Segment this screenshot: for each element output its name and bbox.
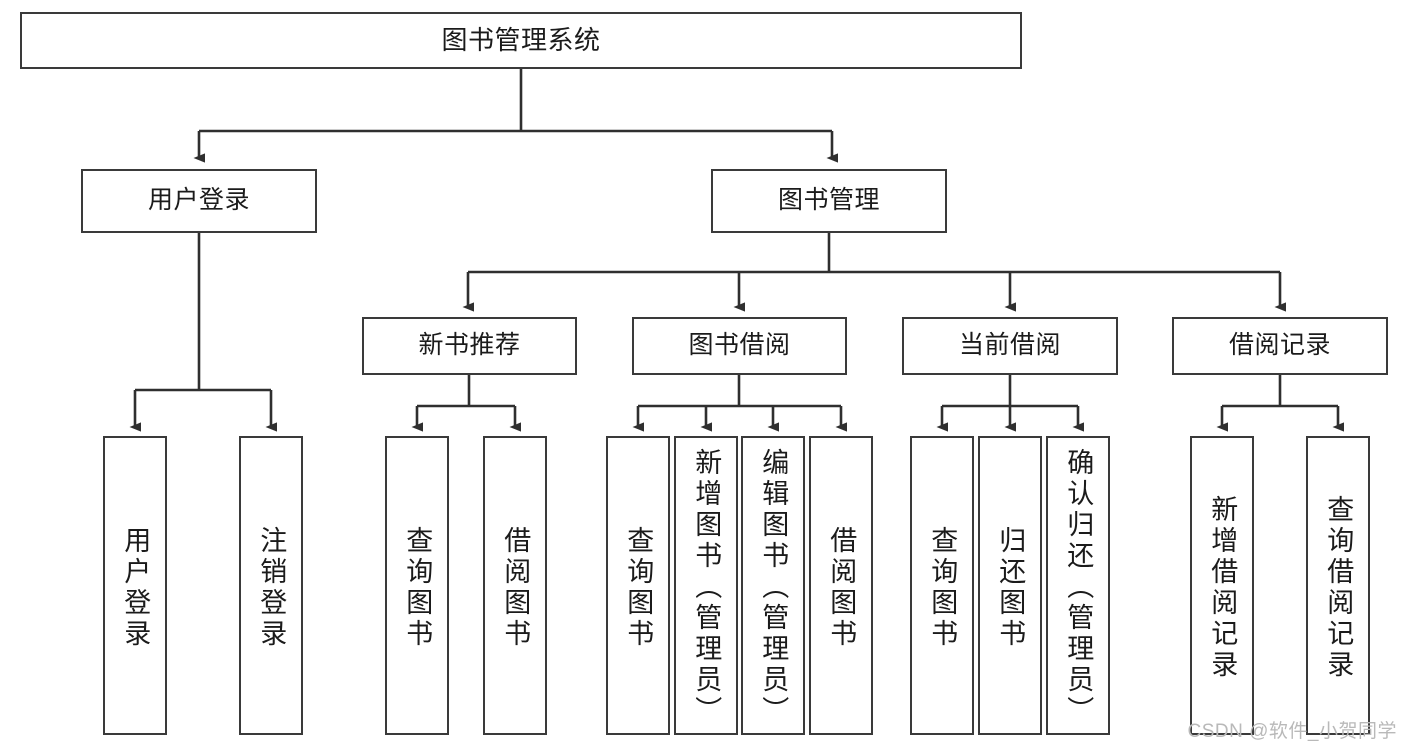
node-label: 借阅图书 bbox=[826, 525, 857, 650]
node-root-book-management-system[interactable]: 图书管理系统 bbox=[20, 12, 1022, 69]
leaf-current-borrow-confirm-return-admin[interactable]: 确认归还（管理员） bbox=[1046, 436, 1110, 735]
node-label: 图书借阅 bbox=[688, 331, 791, 360]
leaf-user-login-login[interactable]: 用户登录 bbox=[103, 436, 167, 735]
leaf-book-borrow-borrow-books[interactable]: 借阅图书 bbox=[809, 436, 873, 735]
node-user-login[interactable]: 用户登录 bbox=[81, 169, 317, 233]
node-borrow-record[interactable]: 借阅记录 bbox=[1172, 317, 1388, 375]
leaf-book-borrow-edit-book-admin[interactable]: 编辑图书（管理员） bbox=[741, 436, 805, 735]
node-label: 归还图书 bbox=[995, 525, 1026, 650]
node-label: 图书管理 bbox=[777, 186, 880, 215]
node-label: 图书管理系统 bbox=[441, 25, 601, 56]
leaf-book-borrow-add-book-admin[interactable]: 新增图书（管理员） bbox=[674, 436, 738, 735]
node-label: 确认归还（管理员） bbox=[1063, 448, 1094, 727]
leaf-current-borrow-query-books[interactable]: 查询图书 bbox=[910, 436, 974, 735]
node-current-borrow[interactable]: 当前借阅 bbox=[902, 317, 1118, 375]
node-label: 新书推荐 bbox=[418, 331, 521, 360]
node-label: 编辑图书（管理员） bbox=[758, 448, 789, 727]
leaf-new-book-borrow-books[interactable]: 借阅图书 bbox=[483, 436, 547, 735]
node-book-management[interactable]: 图书管理 bbox=[711, 169, 947, 233]
node-label: 借阅记录 bbox=[1228, 331, 1331, 360]
node-label: 新增借阅记录 bbox=[1207, 494, 1238, 681]
node-label: 用户登录 bbox=[147, 186, 250, 215]
leaf-current-borrow-return-books[interactable]: 归还图书 bbox=[978, 436, 1042, 735]
node-label: 用户登录 bbox=[120, 525, 151, 650]
node-book-borrow[interactable]: 图书借阅 bbox=[632, 317, 847, 375]
node-label: 查询图书 bbox=[927, 525, 958, 650]
node-label: 查询图书 bbox=[402, 525, 433, 650]
node-label: 新增图书（管理员） bbox=[691, 448, 722, 727]
leaf-user-login-logout[interactable]: 注销登录 bbox=[239, 436, 303, 735]
node-label: 当前借阅 bbox=[958, 331, 1061, 360]
leaf-borrow-record-add-record[interactable]: 新增借阅记录 bbox=[1190, 436, 1254, 735]
leaf-borrow-record-query-record[interactable]: 查询借阅记录 bbox=[1306, 436, 1370, 735]
node-label: 注销登录 bbox=[256, 525, 287, 650]
node-label: 查询借阅记录 bbox=[1323, 494, 1354, 681]
node-label: 借阅图书 bbox=[500, 525, 531, 650]
node-new-book-recommend[interactable]: 新书推荐 bbox=[362, 317, 577, 375]
csdn-watermark: CSDN @软件_小贺同学 bbox=[1187, 721, 1397, 742]
node-label: 查询图书 bbox=[623, 525, 654, 650]
leaf-new-book-query-books[interactable]: 查询图书 bbox=[385, 436, 449, 735]
leaf-book-borrow-query-books[interactable]: 查询图书 bbox=[606, 436, 670, 735]
